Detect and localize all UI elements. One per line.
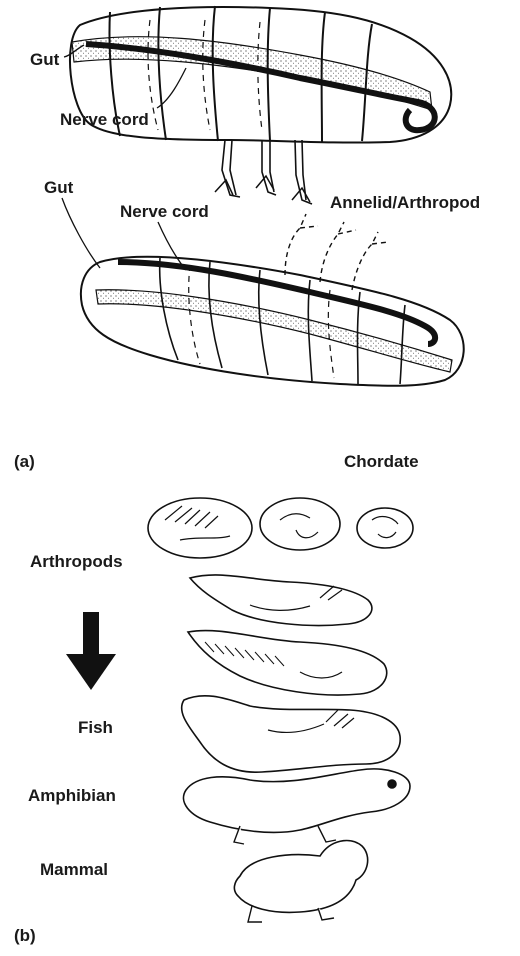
embryo-fish bbox=[182, 696, 401, 772]
embryo-row-1 bbox=[148, 498, 413, 558]
label-amphibian: Amphibian bbox=[28, 786, 116, 806]
panel-letter-a: (a) bbox=[14, 452, 35, 472]
embryo-mammal bbox=[234, 841, 367, 922]
caption-annelid-arthropod: Annelid/Arthropod bbox=[330, 193, 480, 213]
embryo-amphibian bbox=[183, 769, 410, 844]
annelid-arthropod-body bbox=[70, 6, 451, 204]
panel-letter-b: (b) bbox=[14, 926, 36, 946]
down-arrow-icon bbox=[66, 612, 116, 690]
label-gut-bottom: Gut bbox=[44, 178, 73, 198]
label-nerve-cord-top: Nerve cord bbox=[60, 110, 149, 130]
label-fish: Fish bbox=[78, 718, 113, 738]
label-nerve-cord-bottom: Nerve cord bbox=[120, 202, 209, 222]
chordate-body bbox=[81, 214, 464, 386]
caption-chordate: Chordate bbox=[344, 452, 419, 472]
embryo-row-2 bbox=[190, 575, 372, 626]
label-gut-top: Gut bbox=[30, 50, 59, 70]
label-arthropods: Arthropods bbox=[30, 552, 123, 572]
label-mammal: Mammal bbox=[40, 860, 108, 880]
embryo-row-3 bbox=[188, 631, 387, 696]
